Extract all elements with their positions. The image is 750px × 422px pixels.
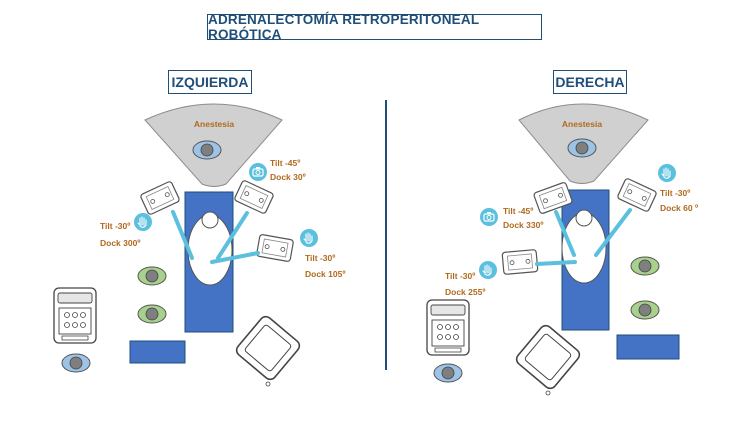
right-assistant-1 <box>630 256 660 276</box>
right-hand-icon-2 <box>478 260 498 280</box>
left-arm-links <box>171 210 260 264</box>
left-surgeon-console <box>53 287 97 344</box>
left-hand-icon-2 <box>299 228 319 248</box>
right-camera-icon <box>479 207 499 227</box>
left-camera-icon <box>248 162 268 182</box>
left-anesthesiologist <box>192 140 222 160</box>
right-hand-icon-1 <box>657 163 677 183</box>
right-arm-links <box>535 208 632 266</box>
left-anesthesia-label: Anestesia <box>194 119 234 129</box>
right-console-surgeon <box>433 363 463 383</box>
right-surgeon-console <box>426 299 470 356</box>
right-anesthesiologist <box>567 138 597 158</box>
left-arm-right-dock: Dock 105º <box>305 269 345 279</box>
right-heading: DERECHA <box>553 70 627 94</box>
left-arm-left-dock: Dock 300º <box>100 238 140 248</box>
right-camera-dock: Dock 330º <box>503 220 543 230</box>
right-arm-left-tilt: Tilt -30º <box>445 271 475 281</box>
left-vision-cart <box>233 313 303 387</box>
right-arm-left-dock: Dock 255º <box>445 287 485 297</box>
left-arm-left-tilt: Tilt -30º <box>100 221 130 231</box>
diagram-title: ADRENALECTOMÍA RETROPERITONEAL ROBÓTICA <box>207 12 542 42</box>
left-camera-tilt: Tilt -45º <box>270 158 300 168</box>
right-arm-2 <box>616 177 658 213</box>
left-hand-icon-1 <box>133 212 153 232</box>
right-camera-tilt: Tilt -45º <box>503 206 533 216</box>
right-instrument-table <box>616 334 680 360</box>
left-console-surgeon <box>61 353 91 373</box>
right-arm-right-dock: Dock 60 º <box>660 203 698 213</box>
left-assistant-2 <box>137 304 167 324</box>
left-arm-2 <box>233 179 275 215</box>
right-vision-cart <box>513 322 583 396</box>
left-arm-1 <box>139 180 181 216</box>
left-heading: IZQUIERDA <box>168 70 252 94</box>
left-arm-right-tilt: Tilt -30º <box>305 253 335 263</box>
left-camera-dock: Dock 30º <box>270 172 306 182</box>
left-instrument-table <box>129 340 186 364</box>
right-arm-right-tilt: Tilt -30º <box>660 188 690 198</box>
left-layout: Anestesia Tilt -45º Dock 30º Tilt -30º D… <box>53 103 345 387</box>
center-divider <box>385 100 387 370</box>
right-arm-3 <box>501 248 539 276</box>
left-assistant-1 <box>137 266 167 286</box>
right-assistant-2 <box>630 300 660 320</box>
right-anesthesia-label: Anestesia <box>562 119 602 129</box>
right-layout: Anestesia Tilt -45º Dock 330º Tilt -30º … <box>426 103 698 396</box>
left-arm-3 <box>255 233 295 263</box>
